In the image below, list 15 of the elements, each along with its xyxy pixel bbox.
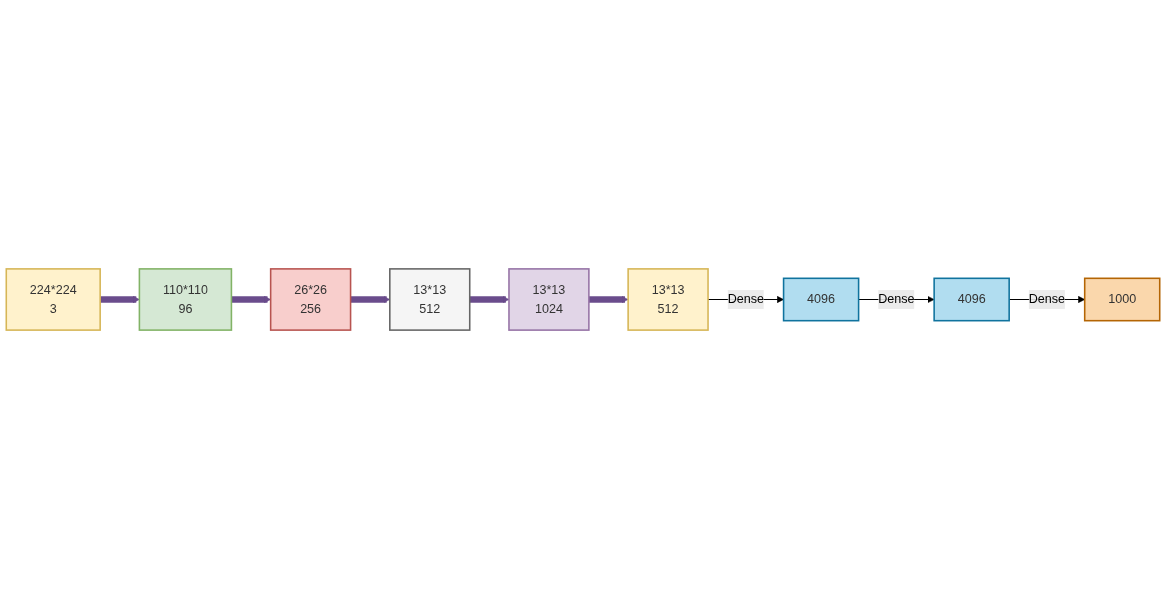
node-box: 224*224 3 [5,268,101,331]
node-box: 1000 [1083,277,1161,322]
node-box: 4096 [782,277,860,322]
node-box: 110*110 96 [138,268,233,331]
edge-label: Dense [878,292,915,306]
arrow [231,296,271,303]
arrow [588,296,629,303]
node-box: 4096 [933,277,1010,322]
node-box: 13*13 1024 [508,268,590,331]
edge-label: Dense [727,292,764,306]
arrow [100,296,140,303]
edge-label: Dense [1028,292,1066,306]
node-box: 26*26 256 [269,268,352,331]
node-box: 13*13 512 [627,268,709,331]
node-box: 13*13 512 [389,268,471,331]
